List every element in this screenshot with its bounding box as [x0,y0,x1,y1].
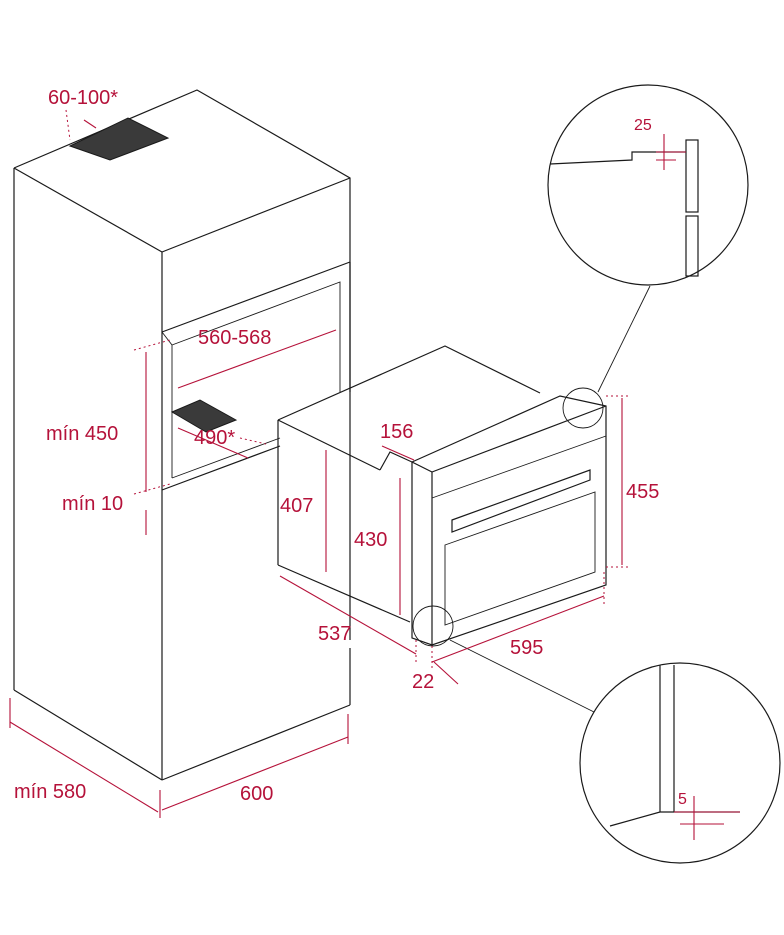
niche-bottom-edge [161,445,281,491]
label-oven-body-height: 407 [280,495,313,517]
oven-handle [451,469,591,533]
dim-vent-gap-tick [83,119,97,129]
label-oven-step: 156 [380,421,413,443]
cabinet-outline [13,89,351,640]
detail-marker-top [562,387,604,429]
label-cabinet-width: 600 [240,783,273,805]
label-min-gap: mín 10 [62,493,123,515]
oven-body-top [277,345,541,421]
detail-top [547,84,749,429]
niche-top-edge [161,261,351,333]
detail-bottom [412,605,781,864]
detail-top-profile [549,151,686,165]
dim-vent-depth-ext [239,437,267,445]
cabinet-top-right-edge [161,177,351,253]
detail-top-panel-lower [685,215,699,277]
label-vent-depth: 490* [194,427,235,449]
oven-body-bottom-edge [277,564,411,623]
oven-step [379,451,413,471]
label-vent-gap: 60-100* [48,87,118,109]
detail-circle-bottom [579,662,781,864]
label-oven-inner-height: 430 [354,529,387,551]
cabinet-top-front-edge [13,167,163,253]
label-front-height: 455 [626,481,659,503]
dim-vent-depth-line [177,427,249,459]
dim-niche-width-line [177,329,337,389]
niche-inner-back [171,281,341,392]
label-detail-top: 25 [634,117,652,134]
detail-circle-top [547,84,749,286]
detail-leader-bottom [449,639,595,713]
label-cabinet-depth: mín 580 [14,781,86,803]
cabinet [13,89,351,781]
label-oven-depth: 537 [318,623,351,645]
dim-niche-height-ext-bottom [133,483,171,495]
top-vent-opening [68,117,170,161]
dim-front-offset-line [433,661,459,685]
dim-vent-gap-line [65,109,71,141]
dimension-labels: 60-100* 560-568 mín 450 490* mín 10 mín … [14,87,687,808]
oven-front-panel [411,395,607,646]
cabinet-bottom-left-edge [13,689,163,781]
oven-door-window [444,491,596,626]
dim-niche-height-ext-top [133,339,171,351]
dim-cabinet-width-line [161,736,349,811]
dim-front-width-line [431,595,605,663]
dimension-lines [9,109,740,840]
label-niche-min-height: mín 450 [46,423,118,445]
dim-oven-step-line [381,445,415,461]
oven [277,345,607,646]
oven-control-strip [431,435,607,499]
oven-front-top-edge [431,405,607,473]
label-niche-width: 560-568 [198,327,271,349]
detail-marker-bottom [412,605,454,647]
cabinet-bottom-right-edge [161,704,351,781]
label-front-offset: 22 [412,671,434,693]
dim-cabinet-depth-line [9,721,159,813]
label-detail-bottom: 5 [678,791,687,808]
dim-oven-depth-line [279,575,417,655]
detail-top-panel-upper [685,139,699,213]
detail-leader-top [597,285,651,393]
oven-body-side-top [277,419,381,471]
niche-inner-floor [171,437,281,479]
niche-inner-corner [161,331,173,346]
oven-front-corner [411,461,433,473]
label-front-width: 595 [510,637,543,659]
bottom-vent-opening [170,399,238,433]
